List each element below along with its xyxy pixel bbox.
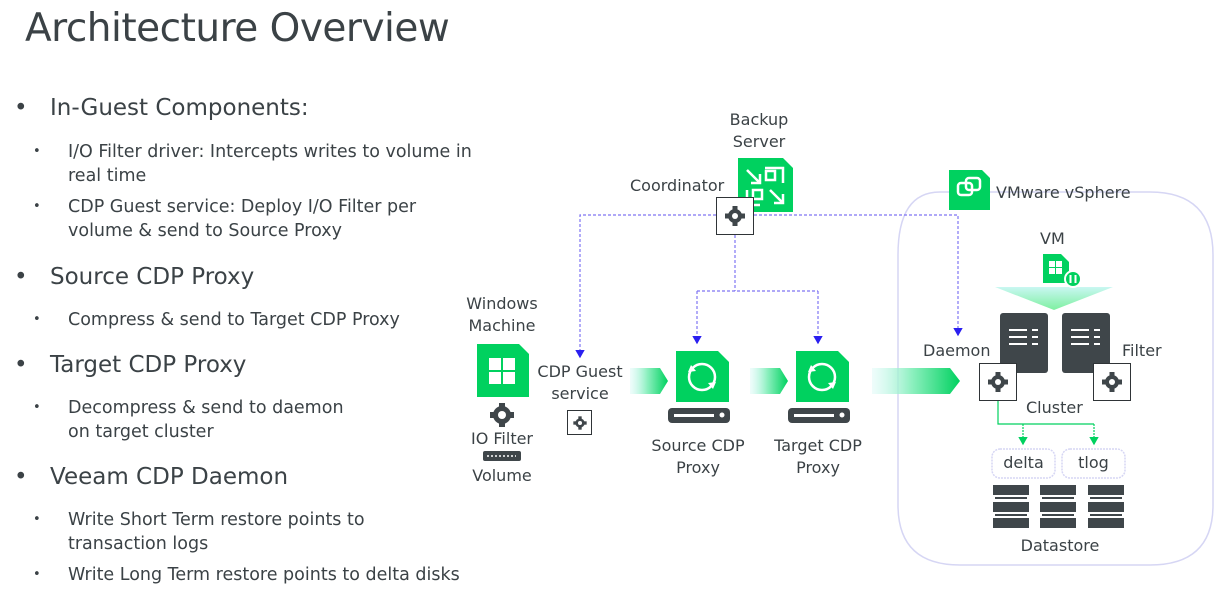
vm-flow-arrow: [995, 287, 1113, 310]
daemon-connectors: [997, 400, 1099, 446]
control-connectors: [575, 214, 963, 359]
cluster-label: Cluster: [1026, 398, 1083, 417]
vm-label: VM: [1040, 229, 1065, 248]
filter-label: Filter: [1122, 341, 1162, 360]
flow-arrow: [750, 368, 788, 394]
vsphere-container: [897, 191, 1214, 566]
delta-box: [991, 448, 1056, 479]
datastore-label: Datastore: [1020, 536, 1100, 555]
windows-machine-icon: [477, 344, 529, 397]
delta-label: delta: [1003, 453, 1044, 472]
flow-arrow: [630, 368, 668, 394]
vsphere-icon: [949, 170, 990, 210]
datastore-icon: [993, 485, 1124, 528]
io-filter-gear-icon: [490, 403, 514, 427]
io-filter-label: IO Filter: [470, 429, 534, 448]
daemon-label: Daemon: [923, 341, 991, 360]
slide-title: Architecture Overview: [25, 6, 450, 51]
vsphere-label: VMware vSphere: [996, 183, 1131, 202]
filter-gear-icon[interactable]: [1093, 363, 1131, 401]
source-proxy-icon: [668, 351, 730, 423]
cdp-guest-service-gear-icon[interactable]: [567, 410, 592, 435]
daemon-gear-icon[interactable]: [979, 363, 1017, 401]
tlog-label: tlog: [1078, 453, 1109, 472]
target-proxy-icon: [788, 351, 850, 423]
coordinator-label: Coordinator: [630, 176, 725, 195]
coordinator-gear-icon[interactable]: [716, 197, 754, 235]
flow-arrow: [872, 368, 960, 394]
tlog-box: [1061, 448, 1126, 479]
volume-label: Volume: [472, 466, 532, 485]
cluster-server-icon: [1062, 313, 1110, 373]
vm-icon: [1043, 254, 1082, 288]
cluster-server-icon: [1000, 313, 1048, 373]
volume-icon: [483, 451, 521, 461]
